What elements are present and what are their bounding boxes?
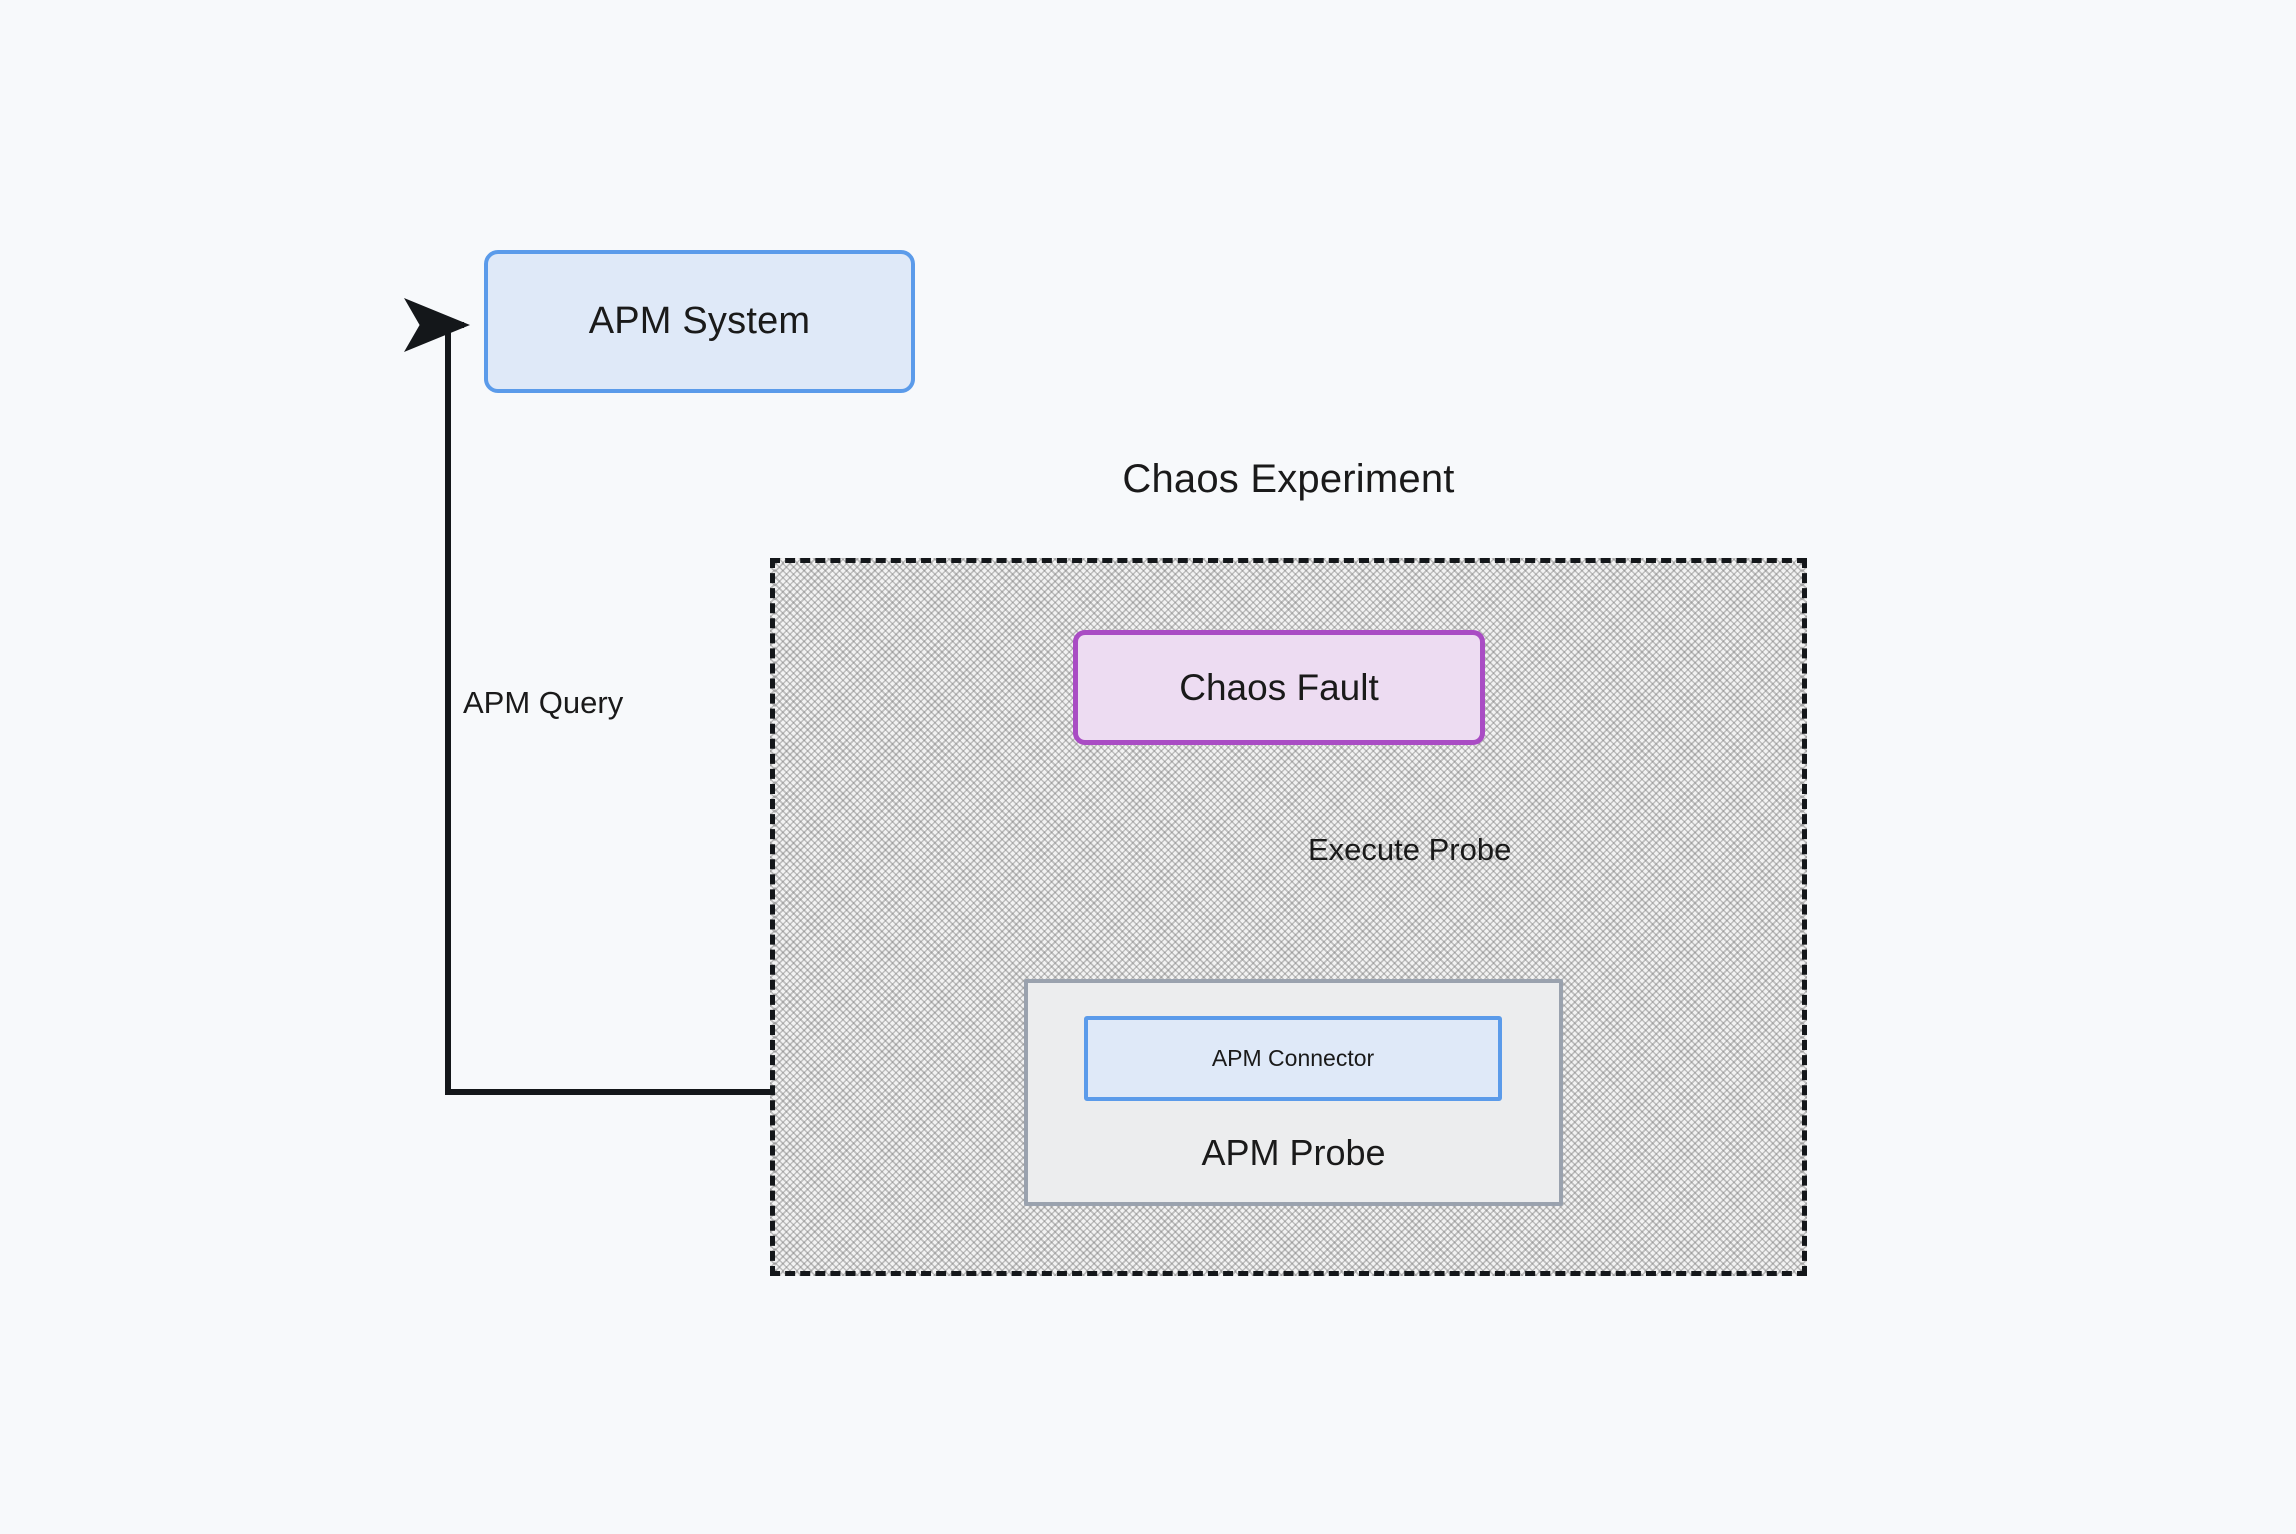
node-apm-system[interactable]: APM System	[484, 250, 915, 393]
node-apm-connector[interactable]: APM Connector	[1084, 1016, 1502, 1101]
node-chaos-fault-label: Chaos Fault	[1179, 666, 1379, 708]
node-apm-system-label: APM System	[588, 300, 811, 342]
edge-label-execute-probe: Execute Probe	[1308, 832, 1512, 867]
edge-label-apm-query: APM Query	[463, 685, 624, 720]
node-chaos-fault[interactable]: Chaos Fault	[1073, 630, 1485, 745]
node-apm-probe[interactable]: APM Connector APM Probe	[1024, 979, 1563, 1206]
node-apm-probe-label: APM Probe	[1201, 1132, 1386, 1173]
chaos-experiment-title: Chaos Experiment	[1122, 457, 1455, 501]
node-apm-connector-label: APM Connector	[1211, 1045, 1375, 1071]
